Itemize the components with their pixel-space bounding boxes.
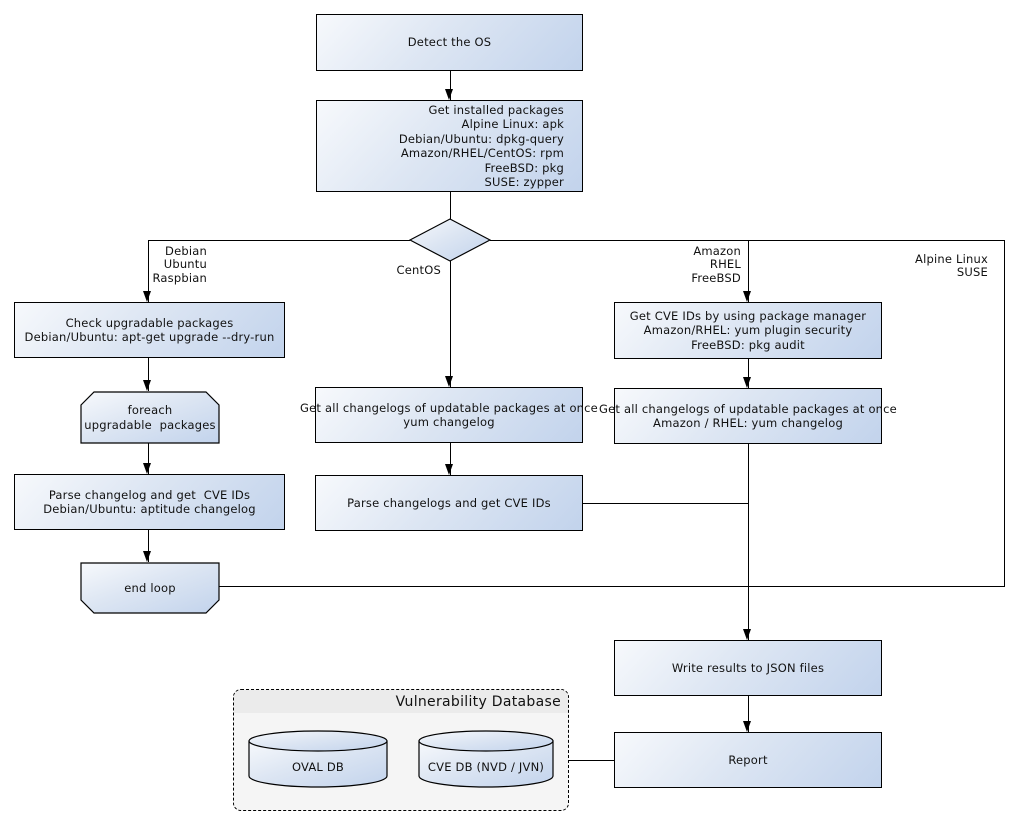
edge-cveids-to-changelogs (748, 359, 749, 388)
arrowhead (143, 291, 151, 302)
arrowhead (143, 551, 151, 562)
end-loop-label: end loop (124, 580, 176, 595)
edge-write-to-report (748, 696, 749, 732)
arrowhead (445, 376, 453, 387)
edge-amazon-branch (748, 240, 749, 302)
edge-detect-to-installed (450, 71, 451, 100)
node-os-decision-diamond (409, 218, 491, 262)
arrowhead (143, 380, 151, 391)
node-parse-changelogs-centos: Parse changelogs and get CVE IDs (315, 475, 583, 531)
node-end-loop: end loop (80, 562, 220, 614)
arrowhead (743, 291, 751, 302)
node-cve-db: CVE DB (NVD / JVN) (418, 730, 554, 788)
branch-label-centos: CentOS (396, 263, 441, 277)
node-get-cve-ids-package-manager: Get CVE IDs by using package manager Ama… (614, 302, 882, 359)
node-check-upgradable-packages: Check upgradable packages Debian/Ubuntu:… (14, 302, 285, 358)
arrowhead (743, 721, 751, 732)
edge-decision-left (148, 240, 410, 241)
branch-label-debian: Debian Ubuntu Raspbian (152, 244, 207, 285)
edge-foreach-to-parse (148, 442, 149, 474)
edge-parse-to-endloop (148, 530, 149, 562)
edge-decision-right (490, 240, 1005, 241)
edge-check-to-foreach (148, 358, 149, 391)
branch-label-alpine: Alpine Linux SUSE (915, 252, 988, 280)
node-get-installed-packages: Get installed packages Alpine Linux: apk… (316, 100, 583, 192)
edge-merge-to-write (748, 444, 749, 640)
arrowhead (445, 89, 453, 100)
edge-endloop-merge (218, 586, 1005, 587)
branch-label-amazon: Amazon RHEL FreeBSD (691, 244, 741, 285)
node-detect-os: Detect the OS (316, 14, 583, 71)
node-get-changelogs-centos: Get all changelogs of updatable packages… (300, 387, 598, 443)
arrowhead (143, 463, 151, 474)
edge-centos-branch (450, 261, 451, 387)
node-report: Report (614, 732, 882, 788)
arrowhead (743, 629, 751, 640)
database-cylinder-icon (418, 730, 554, 788)
diamond-shape (409, 218, 491, 262)
loop-start-shape (80, 391, 220, 444)
node-get-changelogs-amazon: Get all changelogs of updatable packages… (599, 388, 897, 444)
edge-parse-centos-to-merge (583, 503, 748, 504)
edge-alpine-branch (1004, 240, 1005, 586)
edge-debian-branch (148, 240, 149, 302)
arrowhead (743, 377, 751, 388)
oval-db-label: OVAL DB (291, 759, 345, 774)
edge-installed-to-decision (450, 192, 451, 219)
node-write-results-json: Write results to JSON files (614, 640, 882, 696)
database-cylinder-icon (248, 730, 388, 788)
vulnerability-database-title: Vulnerability Database (234, 690, 568, 713)
loop-end-shape (80, 562, 220, 614)
cve-db-label: CVE DB (NVD / JVN) (427, 759, 545, 774)
arrowhead (445, 464, 453, 475)
edge-changelogs-to-parse-centos (450, 443, 451, 475)
node-foreach-loop: foreach upgradable packages (80, 391, 220, 444)
node-parse-changelog-debian: Parse changelog and get CVE IDs Debian/U… (14, 474, 285, 530)
edge-db-to-report (569, 760, 614, 761)
foreach-loop-label: foreach upgradable packages (84, 403, 216, 432)
node-oval-db: OVAL DB (248, 730, 388, 788)
